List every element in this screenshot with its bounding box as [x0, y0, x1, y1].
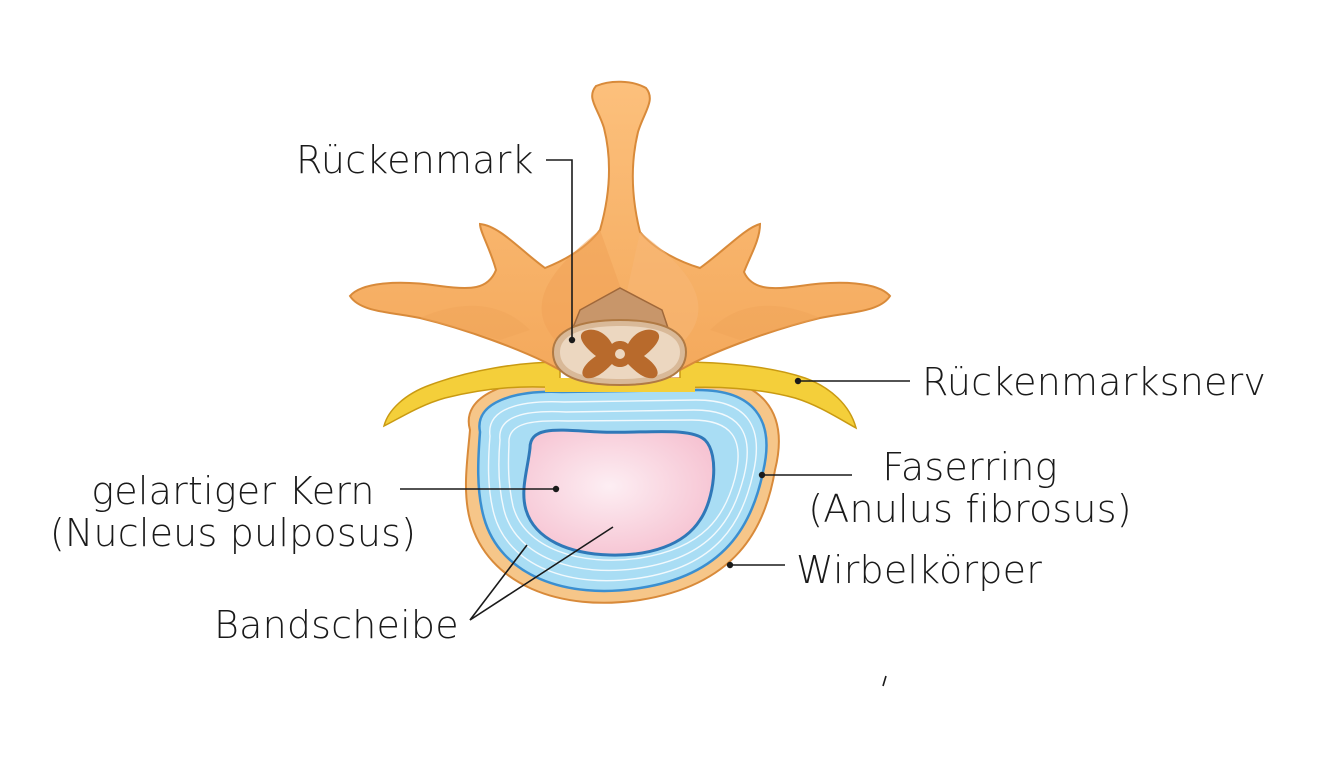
label-nucleus-line1: gelartiger Kern — [91, 469, 375, 513]
label-annulus-line1: Faserring — [882, 445, 1058, 489]
label-disc: Bandscheibe — [214, 603, 459, 647]
label-nucleus-pulposus: gelartiger Kern (Nucleus pulposus) — [40, 470, 426, 554]
label-vertebral-body: Wirbelkörper — [796, 548, 1043, 592]
spinal-nerve-left — [382, 361, 561, 428]
nucleus-pulposus — [522, 428, 716, 557]
label-annulus-fibrosus: Faserring (Anulus fibrosus) — [800, 446, 1140, 530]
label-nucleus-line2: (Nucleus pulposus) — [49, 511, 417, 555]
stray-mark — [882, 675, 887, 687]
vertebral-arch — [348, 80, 892, 373]
label-spinal-nerve: Rückenmarksnerv — [922, 360, 1267, 404]
label-spinal-cord: Rückenmark — [296, 138, 534, 182]
spinal-nerve-right — [679, 361, 858, 430]
leader-disc-a — [469, 544, 528, 621]
leader-spinal-cord — [546, 159, 573, 340]
label-annulus-line2: (Anulus fibrosus) — [808, 487, 1132, 531]
leader-disc-b — [469, 526, 614, 621]
